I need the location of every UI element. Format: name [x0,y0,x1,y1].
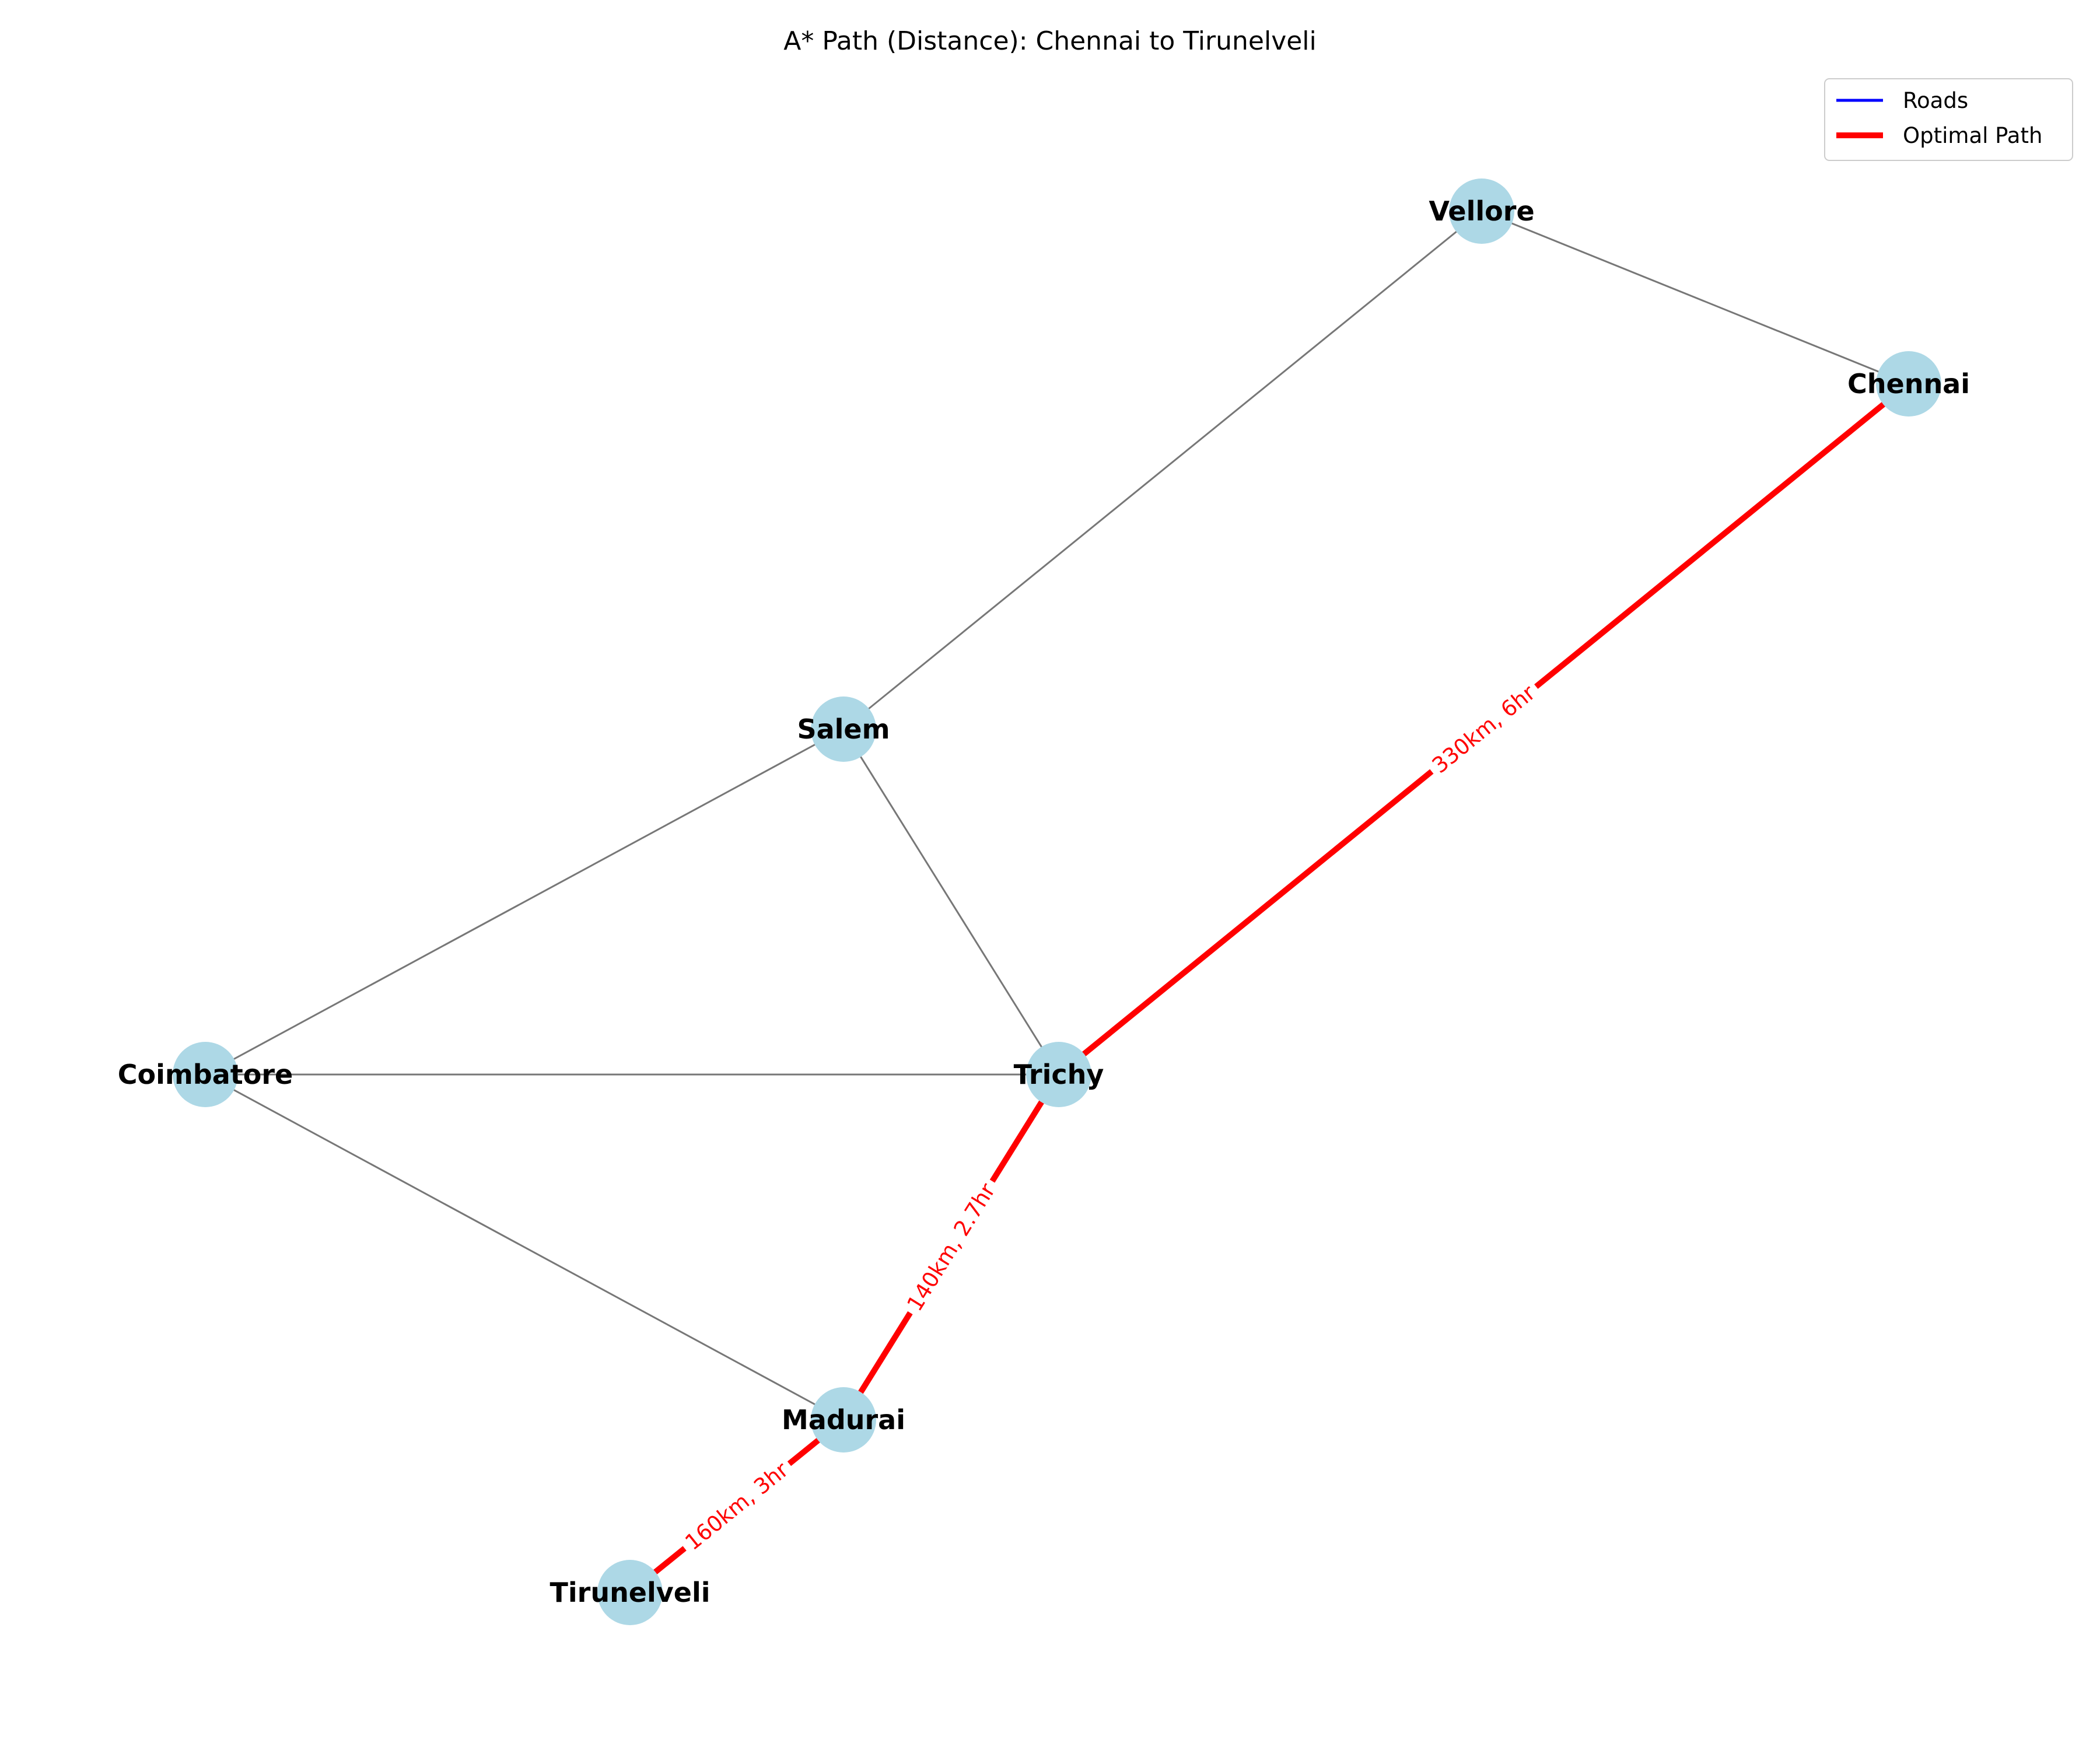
node-label-vellore: Vellore [1429,195,1534,227]
node-label-trichy: Trichy [1014,1059,1104,1090]
node-tirunelveli [597,1560,663,1625]
edge-label-background [675,1452,799,1560]
node-vellore [1449,178,1514,244]
node-label-salem: Salem [797,713,890,745]
node-trichy [1026,1042,1091,1107]
edge-label-background [1422,675,1546,783]
node-label-madurai: Madurai [782,1404,905,1436]
node-madurai [811,1387,876,1452]
node-label-coimbatore: Coimbatore [118,1059,293,1090]
road-edge-vellore-chennai [1481,210,1909,385]
road-edge-vellore-salem [843,210,1482,730]
legend-frame [1824,78,2073,161]
road-edge-salem-trichy [842,729,1060,1075]
figure-title: A* Path (Distance): Chennai to Tirunelve… [783,26,1317,56]
road-edge-salem-coimbatore [205,728,844,1076]
node-salem [811,696,876,762]
node-label-chennai: Chennai [1847,368,1970,400]
legend: Roads Optimal Path [1824,78,2073,161]
legend-roads-label: Roads [1903,88,1968,113]
road-edge-coimbatore-madurai [205,1073,844,1421]
node-coimbatore [173,1042,238,1107]
node-chennai [1876,351,1941,416]
legend-optimal-path-label: Optimal Path [1903,123,2042,148]
node-label-tirunelveli: Tirunelveli [550,1577,710,1608]
edge-label-background [897,1173,1005,1321]
nodes-layer [173,178,1941,1625]
